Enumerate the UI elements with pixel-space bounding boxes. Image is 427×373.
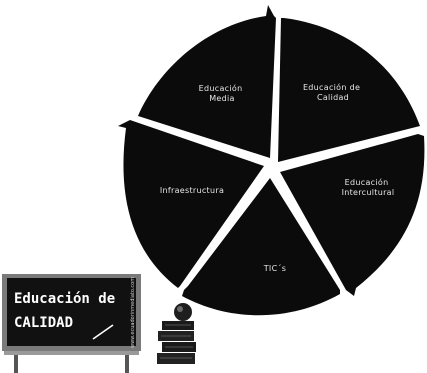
segment-label-educacion-intercultural: Educación Intercultural [342, 177, 395, 197]
books-stack [157, 303, 196, 364]
chalkboard-leg-right [125, 355, 129, 373]
chalkboard-leg-left [14, 355, 18, 373]
ball-icon [174, 303, 192, 321]
chalkboard-surface [7, 278, 136, 346]
segment-educacion-de-calidad [278, 18, 420, 162]
book-icon [157, 353, 195, 364]
cycle-ring [118, 5, 425, 316]
segment-educacion-intercultural [280, 134, 425, 296]
segment-label-educacion-de-calidad: Educación de Calidad [303, 82, 363, 102]
ball-highlight [177, 306, 183, 312]
chalkboard: Educación de CALIDAD www.ecuadorinmediat… [2, 274, 141, 373]
segment-label-educacion-media: Educación Media [199, 83, 246, 103]
segment-label-tics: TIC´s [263, 263, 287, 273]
segment-infraestructura [118, 120, 264, 288]
book-icon [162, 321, 194, 330]
chalkboard-side-text: www.ecuadorinmediato.com [130, 277, 136, 348]
chalkboard-tray [4, 351, 139, 355]
chalkboard-line-1: Educación de [14, 291, 115, 307]
chalk-stroke [92, 324, 114, 340]
chalkboard-line-2: CALIDAD [14, 315, 73, 331]
segment-tics [182, 178, 340, 316]
segment-label-infraestructura: Infraestructura [160, 186, 224, 195]
segment-educacion-media [138, 5, 276, 158]
